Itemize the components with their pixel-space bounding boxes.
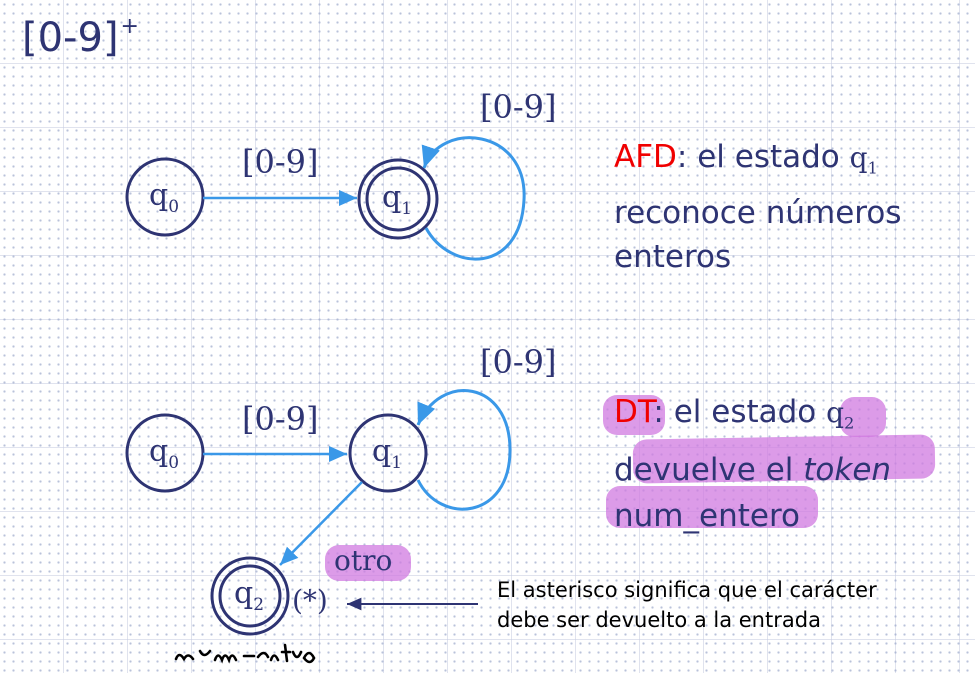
- afd-q0-label: q0: [149, 178, 180, 217]
- slide-title: [0-9]+: [22, 14, 139, 61]
- dt-q0-label: q0: [149, 434, 180, 473]
- title-main: [0-9]: [22, 15, 119, 61]
- dt-q2-label: q2: [234, 576, 265, 615]
- dt-edge-q1-q2: [279, 481, 363, 566]
- highlight-num-entero: [606, 486, 818, 528]
- afd-state-q1-circle-outer: [357, 158, 439, 240]
- afd-loop-label: [0-9]: [480, 88, 557, 126]
- afd-loop-q1: [421, 136, 526, 261]
- afd-description-state: q1: [849, 141, 878, 178]
- handwritten-stroke: [174, 643, 316, 664]
- dt-otro-label: otro: [334, 544, 393, 577]
- dt-description-state: q2: [826, 396, 855, 433]
- dt-edge-label: [0-9]: [242, 400, 319, 438]
- afd-edge-label: [0-9]: [242, 143, 319, 181]
- dt-state-q2-circle-inner: [218, 564, 282, 628]
- asterisk-note: El asterisco significa que el carácter d…: [497, 575, 877, 635]
- highlight-otro: [325, 545, 411, 581]
- afd-description-line2: reconoce números: [614, 194, 902, 231]
- dt-description: DT: el estado q2 devuelve el token num_e…: [614, 391, 891, 537]
- dt-q1-label: q1: [372, 434, 403, 473]
- highlight-q2: [840, 397, 886, 437]
- dt-retract-mark: (*): [292, 584, 328, 617]
- dt-state-q1-circle: [348, 413, 428, 493]
- afd-prefix: AFD: [614, 139, 677, 175]
- dt-loop-label: [0-9]: [480, 343, 557, 381]
- afd-description-line1: AFD: el estado q1: [614, 139, 878, 178]
- asterisk-note-line1: El asterisco significa que el carácter: [497, 578, 877, 602]
- dt-loop-q1: [416, 389, 512, 511]
- highlight-dt: [603, 395, 665, 435]
- afd-state-q1-circle-inner: [365, 166, 431, 232]
- dt-prefix: DT: [614, 394, 654, 430]
- dt-state-q2-circle-outer: [210, 556, 290, 636]
- title-superscript: +: [120, 14, 139, 39]
- afd-q1-label: q1: [382, 180, 413, 219]
- dt-description-line1: DT: el estado q2: [614, 394, 855, 433]
- asterisk-note-line2: debe ser devuelto a la entrada: [497, 608, 821, 632]
- dt-description-line2: devuelve el token: [614, 451, 892, 488]
- token-word: token: [803, 451, 892, 488]
- afd-description-line3: enteros: [614, 238, 732, 275]
- afd-description: AFD: el estado q1 reconoce números enter…: [614, 136, 901, 278]
- dt-description-line3: num_entero: [614, 497, 800, 534]
